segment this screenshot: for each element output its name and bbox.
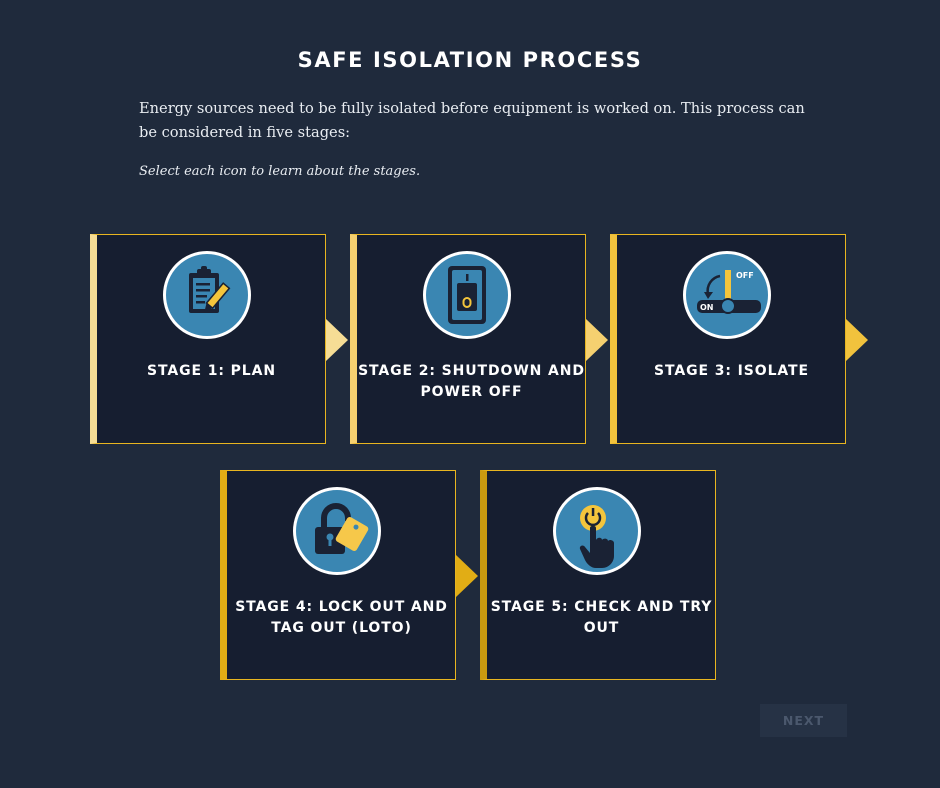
on-off-lever-icon[interactable]: ON OFF	[683, 251, 771, 339]
next-button[interactable]: NEXT	[760, 704, 847, 737]
svg-text:OFF: OFF	[736, 271, 754, 280]
stage-arrow-3	[846, 319, 868, 361]
stage-4-card[interactable]: STAGE 4: LOCK OUT AND TAG OUT (LOTO)	[220, 470, 456, 680]
padlock-tag-icon[interactable]	[293, 487, 381, 575]
stage-arrow-4	[456, 555, 478, 597]
finger-press-button-icon[interactable]	[553, 487, 641, 575]
stage-3-card[interactable]: ON OFF STAGE 3: ISOLATE	[610, 234, 846, 444]
power-switch-icon[interactable]	[423, 251, 511, 339]
stage-5-card[interactable]: STAGE 5: CHECK AND TRY OUT	[480, 470, 716, 680]
stage-arrow-1	[326, 319, 348, 361]
stage-2-label: STAGE 2: SHUTDOWN AND POWER OFF	[358, 363, 585, 400]
stage-arrow-2	[586, 319, 608, 361]
svg-text:ON: ON	[700, 303, 714, 312]
clipboard-pencil-icon[interactable]	[163, 251, 251, 339]
stage-3-label: STAGE 3: ISOLATE	[654, 363, 809, 379]
stage-5-label: STAGE 5: CHECK AND TRY OUT	[490, 599, 713, 636]
stage-2-card[interactable]: STAGE 2: SHUTDOWN AND POWER OFF	[350, 234, 586, 444]
intro-text: Energy sources need to be fully isolated…	[139, 100, 805, 141]
stage-4-label: STAGE 4: LOCK OUT AND TAG OUT (LOTO)	[235, 599, 448, 636]
stage-1-card[interactable]: STAGE 1: PLAN	[90, 234, 326, 444]
instruction-text: Select each icon to learn about the stag…	[139, 164, 421, 179]
page-title: SAFE ISOLATION PROCESS	[297, 48, 643, 72]
stage-1-label: STAGE 1: PLAN	[147, 363, 276, 379]
